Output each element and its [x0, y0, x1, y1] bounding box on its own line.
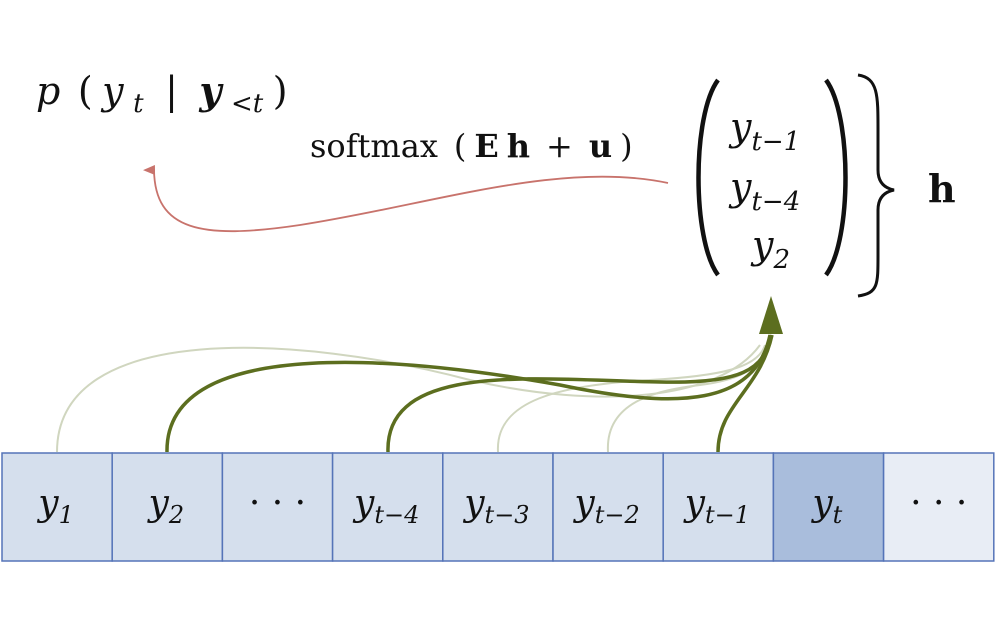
vector-entry-0: yt−1: [728, 105, 800, 157]
prob-t: t: [133, 89, 144, 119]
prob-ybold: y: [198, 68, 224, 113]
token-sequence: y1 y2 · · · yt−4 yt−3 yt−2 yt−1 yt · · ·: [1, 452, 995, 562]
sequence-cell-4: [442, 452, 554, 562]
softmax-close: ): [620, 127, 632, 165]
softmax-label: softmax ( E h + u ): [310, 127, 633, 165]
vector-entry-1: yt−4: [728, 165, 800, 217]
sequence-cell-label-0: y1: [36, 483, 74, 529]
faded-edge-yt-3: [496, 344, 766, 453]
sequence-cell-8: [882, 452, 995, 562]
softmax-h: h: [507, 127, 530, 165]
vector-brace: [857, 73, 895, 298]
sequence-cell-1: [111, 452, 224, 562]
prob-close: ): [273, 69, 288, 113]
sequence-cell-2: [221, 452, 334, 562]
softmax-word: softmax: [310, 127, 438, 165]
softmax-open: (: [454, 127, 466, 165]
prob-lt: <t: [231, 89, 264, 119]
selected-edge-y2: [165, 334, 772, 453]
sequence-cell-label-7: yt: [810, 483, 842, 529]
softmax-plus: +: [546, 127, 573, 165]
sequence-cell-label-5: yt−2: [572, 483, 639, 529]
sequence-cell-5: [552, 452, 664, 562]
sequence-cell-label-8: · · ·: [910, 483, 967, 524]
prob-open: (: [78, 69, 93, 113]
h-vector: yt−1 yt−4 y2 h: [696, 73, 956, 298]
selected-edge-yt-1: [716, 334, 774, 453]
prob-y: y: [100, 69, 124, 113]
softmax-u: u: [589, 127, 612, 165]
softmax-E: E: [474, 127, 498, 165]
prob-bar: |: [165, 69, 178, 113]
sequence-cell-0: [1, 452, 113, 562]
sequence-cell-3: [331, 452, 444, 562]
selected-arrowhead: [759, 296, 783, 334]
sequence-cell-label-1: y2: [146, 483, 184, 529]
selected-edges: [165, 296, 783, 453]
vector-entry-2: y2: [750, 223, 790, 275]
selected-edge-yt-4: [386, 334, 773, 453]
sequence-cell-label-2: · · ·: [249, 483, 306, 524]
sequence-cell-label-6: yt−1: [683, 483, 750, 529]
sequence-cell-label-4: yt−3: [462, 483, 529, 529]
prob-p: p: [36, 69, 60, 113]
vector-right-paren: [824, 78, 848, 277]
sequence-cell-6: [662, 452, 775, 562]
vector-label: h: [928, 166, 956, 211]
probability-label: p ( y t | y <t ): [36, 68, 288, 121]
vector-left-paren: [696, 78, 720, 277]
output-arrow: [143, 164, 669, 233]
sequence-cell-label-3: yt−4: [352, 483, 419, 529]
